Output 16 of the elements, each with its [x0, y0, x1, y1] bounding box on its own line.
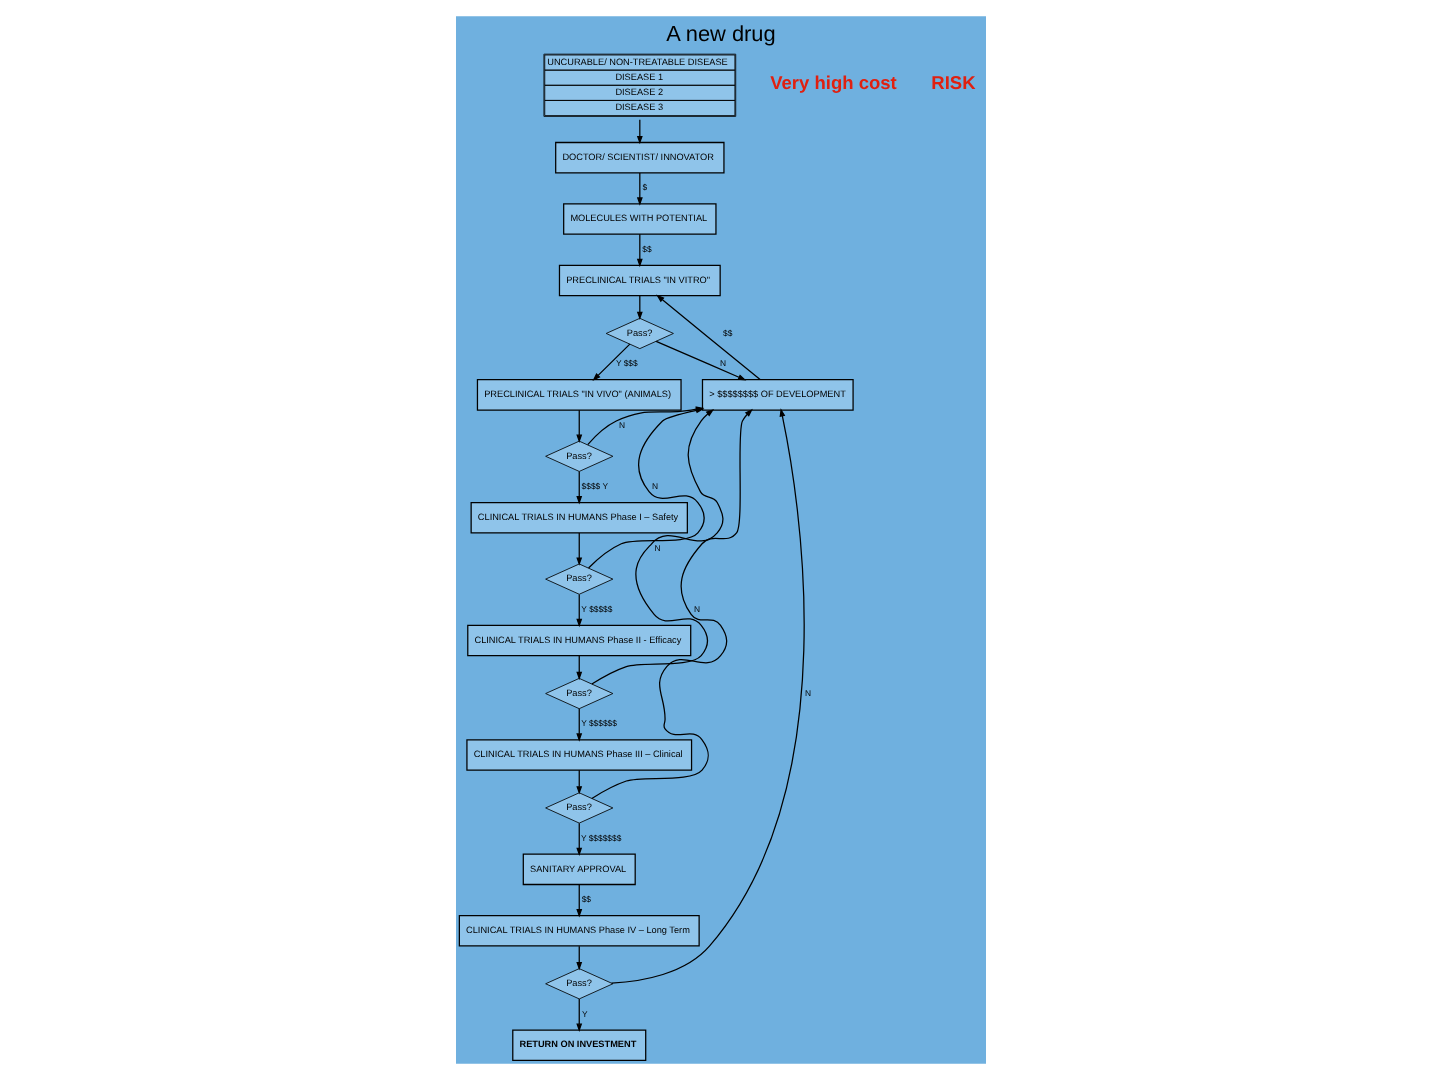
arrow	[575, 470, 582, 505]
arrow	[575, 532, 582, 566]
arrow	[635, 233, 642, 268]
arrow	[575, 409, 582, 444]
arrow	[575, 998, 582, 1032]
arrow	[591, 343, 630, 382]
label: RISK	[930, 73, 975, 94]
label: Very high cost	[769, 73, 896, 94]
arrow	[635, 172, 642, 206]
arrow	[575, 708, 582, 742]
arrow	[654, 340, 746, 381]
arrow	[655, 294, 760, 381]
arrow	[575, 593, 582, 628]
arrow	[575, 822, 582, 857]
diagram-title: A new drug	[665, 22, 775, 47]
arrow	[575, 884, 582, 918]
